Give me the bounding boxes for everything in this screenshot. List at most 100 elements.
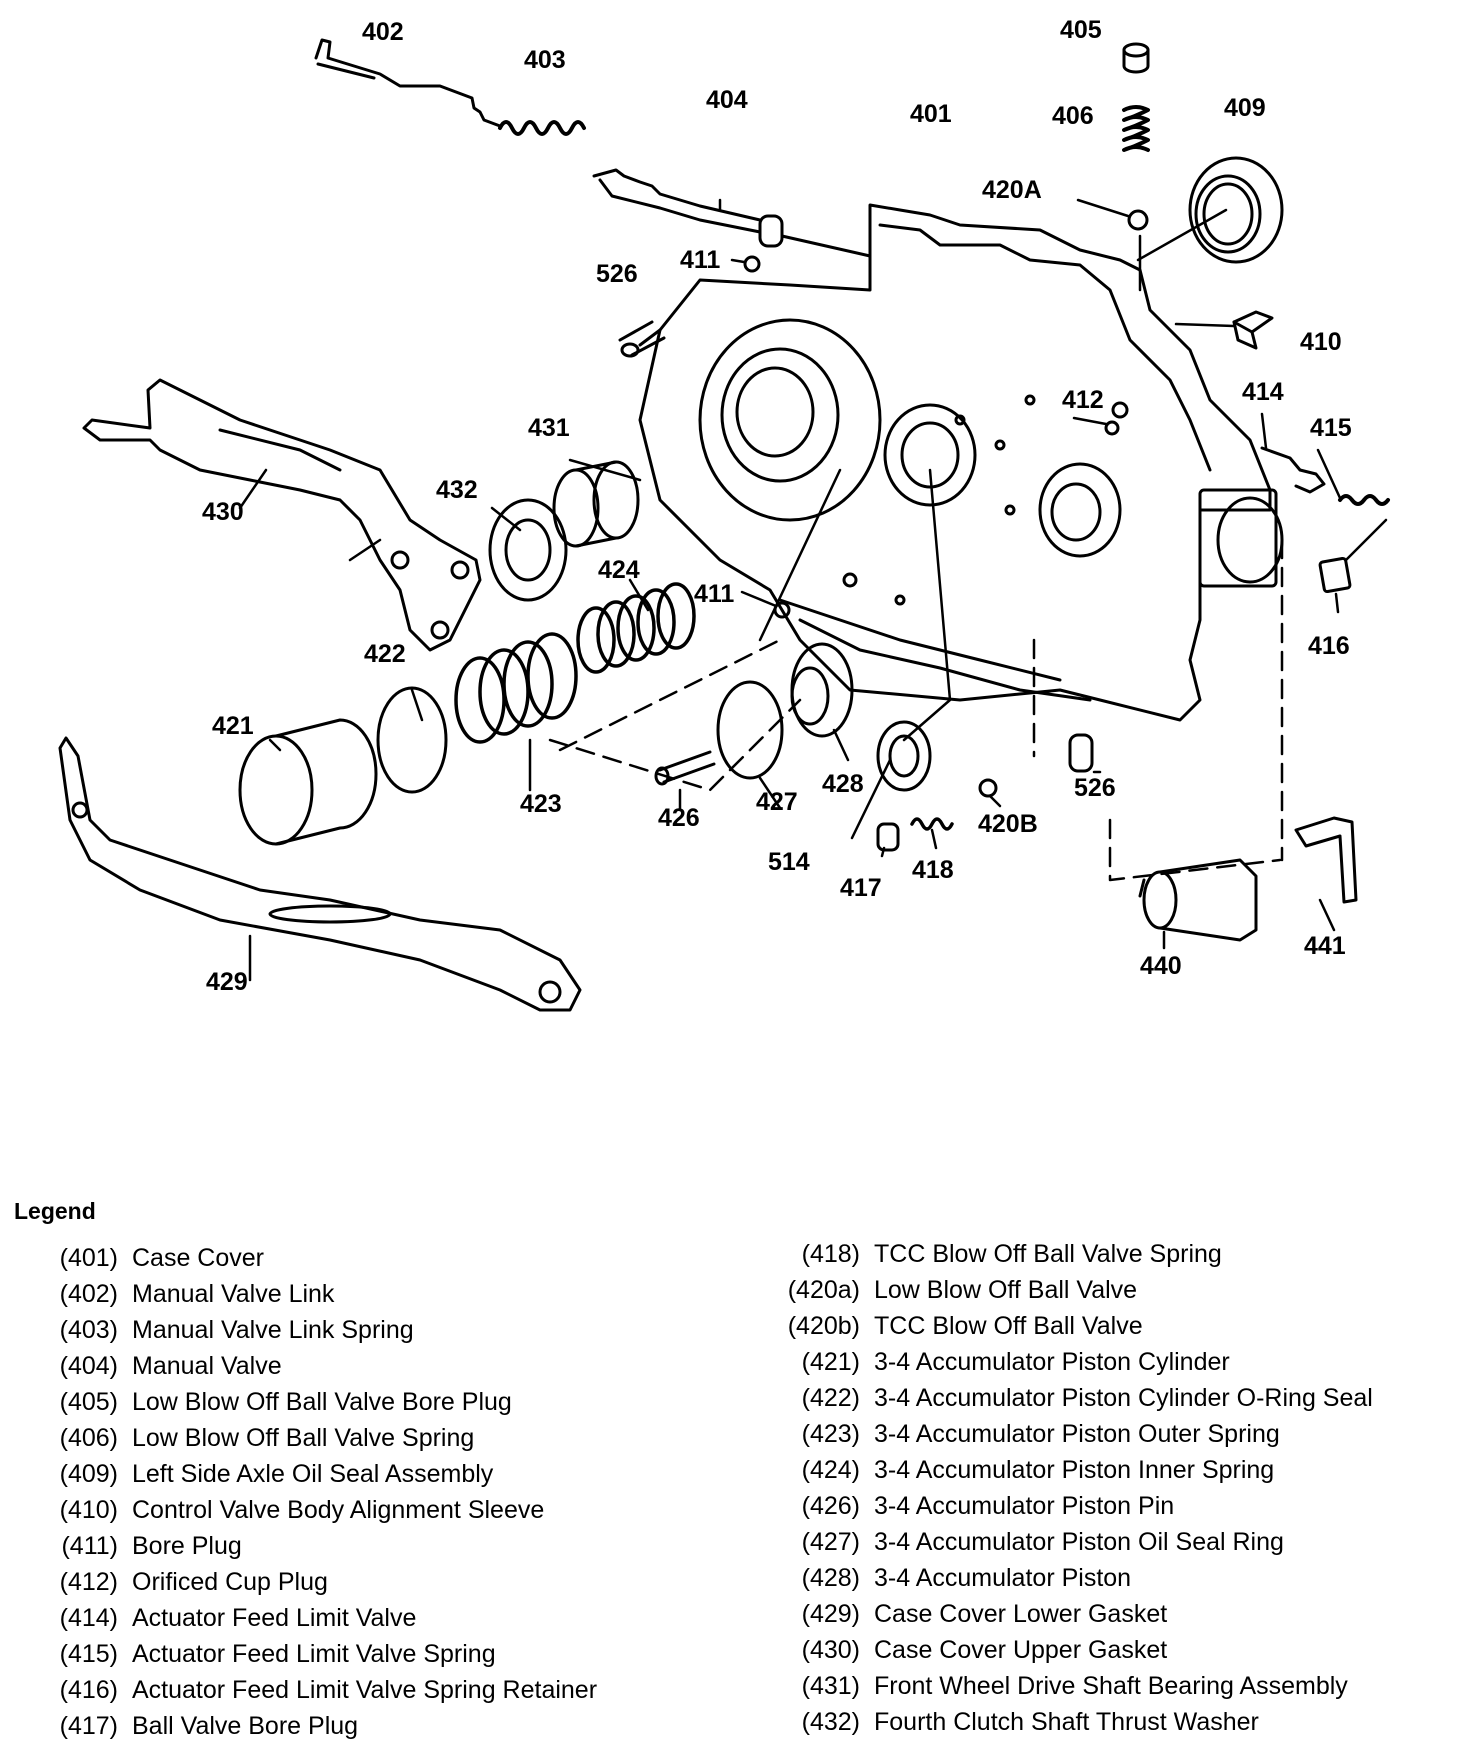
label-424: 424 (598, 556, 640, 584)
legend-item: (410)Control Valve Body Alignment Sleeve (59, 1496, 545, 1524)
label-414: 414 (1242, 378, 1284, 406)
label-440: 440 (1140, 952, 1182, 980)
legend-item: (414)Actuator Feed Limit Valve (59, 1604, 417, 1632)
legend-item: (428)3-4 Accumulator Piston (801, 1564, 1132, 1592)
label-526-lower: 526 (1074, 774, 1116, 802)
legend-item: (412)Orificed Cup Plug (59, 1568, 328, 1596)
legend-item: (431)Front Wheel Drive Shaft Bearing Ass… (801, 1672, 1348, 1700)
legend-item: (422)3-4 Accumulator Piston Cylinder O-R… (801, 1384, 1373, 1412)
label-432: 432 (436, 476, 478, 504)
label-431: 431 (528, 414, 570, 442)
front-wheel-drive-shaft-bearing (552, 460, 640, 548)
legend-item: (416)Actuator Feed Limit Valve Spring Re… (59, 1676, 598, 1704)
case-cover-lower-gasket (58, 736, 582, 1012)
legend-item: (432)Fourth Clutch Shaft Thrust Washer (801, 1708, 1259, 1736)
legend-list-left: (401)Case Cover (402)Manual Valve Link (… (46, 1240, 597, 1744)
legend-item: (420a)Low Blow Off Ball Valve (787, 1276, 1138, 1304)
legend-item: (420b)TCC Blow Off Ball Valve (787, 1312, 1143, 1340)
label-428: 428 (822, 770, 864, 798)
leader-lines (238, 198, 1388, 982)
accumulator-inner-spring (576, 582, 696, 674)
accumulator-outer-spring (454, 632, 578, 744)
low-blow-off-ball (1127, 209, 1149, 231)
solenoid-440 (1138, 858, 1258, 942)
label-429: 429 (206, 968, 248, 996)
label-423: 423 (520, 790, 562, 818)
label-421: 421 (212, 712, 254, 740)
orificed-cup-plug (1104, 420, 1120, 436)
label-403: 403 (524, 46, 566, 74)
label-406: 406 (1052, 102, 1094, 130)
label-412: 412 (1062, 386, 1104, 414)
legend-item: (430)Case Cover Upper Gasket (801, 1636, 1168, 1664)
low-blow-off-spring (1122, 105, 1150, 152)
legend-item: (426)3-4 Accumulator Piston Pin (801, 1492, 1175, 1520)
legend-item: (405)Low Blow Off Ball Valve Bore Plug (59, 1388, 512, 1416)
accumulator-piston-cylinder (238, 718, 378, 846)
manual-valve (592, 168, 872, 258)
label-426: 426 (658, 804, 700, 832)
label-401: 401 (910, 100, 952, 128)
accumulator-piston (790, 642, 854, 738)
left-side-axle-oil-seal (1188, 156, 1284, 264)
legend-list-right: (418)TCC Blow Off Ball Valve Spring (420… (760, 1236, 1373, 1740)
label-411-upper: 411 (680, 246, 720, 274)
legend-item: (424)3-4 Accumulator Piston Inner Spring (801, 1456, 1275, 1484)
fourth-clutch-thrust-washer (488, 498, 568, 602)
spring-retainer (1318, 556, 1352, 594)
case-cover-upper-gasket (82, 378, 482, 652)
legend-item: (423)3-4 Accumulator Piston Outer Spring (801, 1420, 1280, 1448)
legend-item: (427)3-4 Accumulator Piston Oil Seal Rin… (801, 1528, 1284, 1556)
legend-item: (402)Manual Valve Link (59, 1280, 335, 1308)
label-514: 514 (768, 848, 810, 876)
alignment-dashed-lines (548, 538, 1284, 882)
legend-item: (411)Bore Plug (61, 1532, 242, 1560)
part-514 (876, 720, 932, 792)
legend-item: (409)Left Side Axle Oil Seal Assembly (59, 1460, 494, 1488)
actuator-feed-limit-valve (1260, 446, 1326, 494)
dowel-pin-526-lower (1068, 733, 1094, 773)
bracket-441 (1294, 816, 1358, 904)
exploded-view-diagram: 402 403 404 401 405 406 409 420A 411 526… (58, 16, 1390, 1012)
label-427: 427 (756, 788, 798, 816)
manual-valve-link-spring (498, 120, 586, 136)
legend-item: (429)Case Cover Lower Gasket (801, 1600, 1168, 1628)
label-415: 415 (1310, 414, 1352, 442)
label-430: 430 (202, 498, 244, 526)
dowel-pin-526-upper (618, 320, 666, 358)
label-420A: 420A (982, 176, 1042, 204)
label-416: 416 (1308, 632, 1350, 660)
legend-item: (401)Case Cover (59, 1244, 264, 1272)
accumulator-oil-seal-ring (716, 680, 784, 780)
legend-item: (403)Manual Valve Link Spring (59, 1316, 414, 1344)
accumulator-cylinder-o-ring (376, 686, 448, 794)
label-409: 409 (1224, 94, 1266, 122)
label-405: 405 (1060, 16, 1102, 44)
bore-plug-upper (743, 255, 761, 273)
tcc-blow-off-ball (978, 778, 998, 798)
legend-item: (418)TCC Blow Off Ball Valve Spring (801, 1240, 1222, 1268)
manual-valve-link (314, 38, 502, 128)
case-cover (638, 203, 1284, 722)
legend-item: (406)Low Blow Off Ball Valve Spring (59, 1424, 475, 1452)
legend-item: (415)Actuator Feed Limit Valve Spring (59, 1640, 496, 1668)
label-526-upper: 526 (596, 260, 638, 288)
accumulator-piston-pin (654, 750, 716, 786)
tcc-blow-off-spring (910, 817, 954, 831)
low-blow-off-bore-plug (1122, 42, 1150, 74)
label-411-lower: 411 (694, 580, 734, 608)
legend-item: (421)3-4 Accumulator Piston Cylinder (801, 1348, 1230, 1376)
legend-title: Legend (14, 1198, 96, 1224)
label-404: 404 (706, 86, 748, 114)
legend-item: (417)Ball Valve Bore Plug (59, 1712, 359, 1740)
label-420B: 420B (978, 810, 1038, 838)
label-441: 441 (1304, 932, 1346, 960)
actuator-feed-limit-valve-spring (1338, 494, 1390, 506)
label-422: 422 (364, 640, 406, 668)
label-402: 402 (362, 18, 404, 46)
ball-valve-bore-plug (876, 822, 900, 852)
legend-item: (404)Manual Valve (59, 1352, 282, 1380)
label-417: 417 (840, 874, 882, 902)
alignment-sleeve (1232, 310, 1274, 350)
label-418: 418 (912, 856, 954, 884)
